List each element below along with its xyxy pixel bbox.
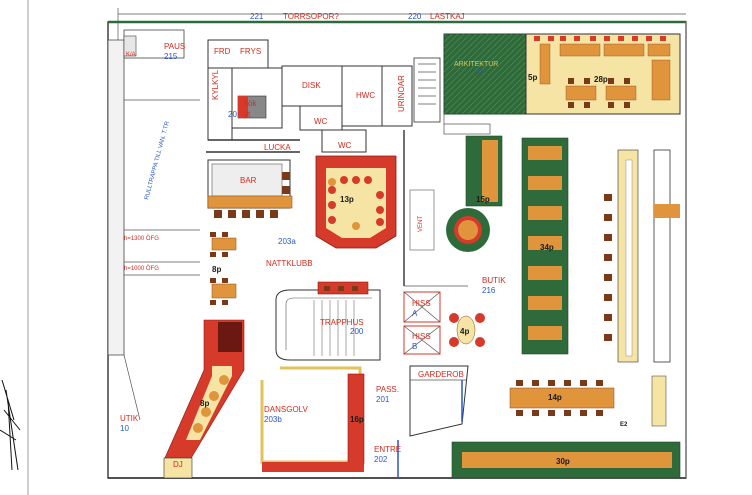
label-e2: E2 — [620, 422, 628, 428]
cap-30p: 30p — [556, 457, 570, 466]
cap-16p: 16p — [350, 415, 364, 424]
label-ka: K/A — [126, 52, 136, 58]
tables-34p — [521, 137, 569, 355]
label-nattklubb: NATTKLUBB — [266, 259, 313, 268]
garderob — [409, 365, 469, 437]
right-counter — [604, 149, 680, 363]
label-wc2: WC — [338, 141, 352, 150]
label-butik: BUTIK — [482, 276, 506, 285]
label-utik: UTIK — [120, 414, 139, 423]
bar-counter — [207, 159, 293, 218]
label-h1000: h=1000 ÖFG — [124, 265, 159, 272]
label-dansgolv: DANSGOLV — [264, 405, 309, 414]
interior-walls — [397, 114, 468, 478]
label-paus: PAUS — [164, 42, 185, 51]
label-urinoar: URINOAR — [397, 75, 406, 112]
label-221: 221 — [250, 12, 264, 21]
label-200: 200 — [350, 327, 364, 336]
label-220: 220 — [408, 12, 422, 21]
booth-8p-lower — [163, 319, 245, 479]
kitchen-block — [206, 39, 441, 153]
tables-8p — [210, 232, 237, 305]
label-hiss-b: HISS — [412, 332, 431, 341]
booth-15p — [443, 123, 503, 252]
label-green-room: ARKITEKTUR — [454, 61, 498, 68]
left-margin — [0, 0, 29, 495]
label-trapphus: TRAPPHUS — [320, 318, 364, 327]
label-frd: FRD — [214, 47, 231, 56]
cap-8p-b: 8p — [200, 399, 209, 408]
label-201: 201 — [376, 395, 390, 404]
label-garderob: GARDEROB — [418, 370, 464, 379]
elevators — [403, 291, 441, 355]
label-20: 20 — [228, 110, 237, 119]
label-wc1: WC — [314, 117, 328, 126]
label-yt: yt — [244, 110, 251, 119]
cap-15p: 15p — [476, 195, 490, 204]
label-216: 216 — [482, 286, 496, 295]
label-disk: DISK — [302, 81, 321, 90]
label-h1300: h=1300 ÖFG — [124, 235, 159, 242]
label-entre: ENTRÉ — [374, 445, 401, 454]
staircase — [275, 281, 381, 361]
table-4p — [449, 313, 485, 347]
cap-34p: 34p — [540, 243, 554, 252]
label-ramp: RULLTRAPPA TILL VAN. T.TR — [144, 120, 171, 200]
label-hwc: HWC — [356, 91, 375, 100]
ramp-area — [107, 29, 200, 421]
label-vent: VENT — [418, 216, 424, 232]
label-kylkyl: KYLKYL — [211, 69, 220, 100]
label-10: 10 — [120, 424, 129, 433]
label-hiss-b-sub: B — [412, 342, 417, 351]
table-30p — [451, 441, 681, 479]
cap-5p: 5p — [528, 73, 537, 82]
label-dj: DJ — [173, 460, 183, 469]
label-pass: PASS. — [376, 385, 399, 394]
label-kok: kök — [244, 99, 257, 108]
label-hiss-a-sub: A — [412, 309, 418, 318]
label-203b: 203b — [264, 415, 282, 424]
label-202: 202 — [374, 455, 388, 464]
label-203a: 203a — [278, 237, 296, 246]
tables-28p — [534, 36, 671, 108]
cap-8p-a: 8p — [212, 265, 221, 274]
label-bar: BAR — [240, 176, 257, 185]
label-215: 215 — [164, 52, 178, 61]
label-frys: FRYS — [240, 47, 261, 56]
cap-4p: 4p — [460, 327, 469, 336]
booth-13p — [315, 155, 397, 249]
cap-14p: 14p — [548, 393, 562, 402]
label-22: 22 — [476, 69, 485, 78]
label-lastkaj: LASTKAJ — [430, 12, 465, 21]
cap-28p: 28p — [594, 75, 608, 84]
label-torrsopor: TORRSOPOR? — [283, 12, 339, 21]
label-lucka: LUCKA — [264, 143, 291, 152]
dance-floor-area — [260, 366, 365, 472]
cap-13p: 13p — [340, 195, 354, 204]
label-hiss-a: HISS — [412, 299, 431, 308]
table-14p — [509, 375, 667, 427]
